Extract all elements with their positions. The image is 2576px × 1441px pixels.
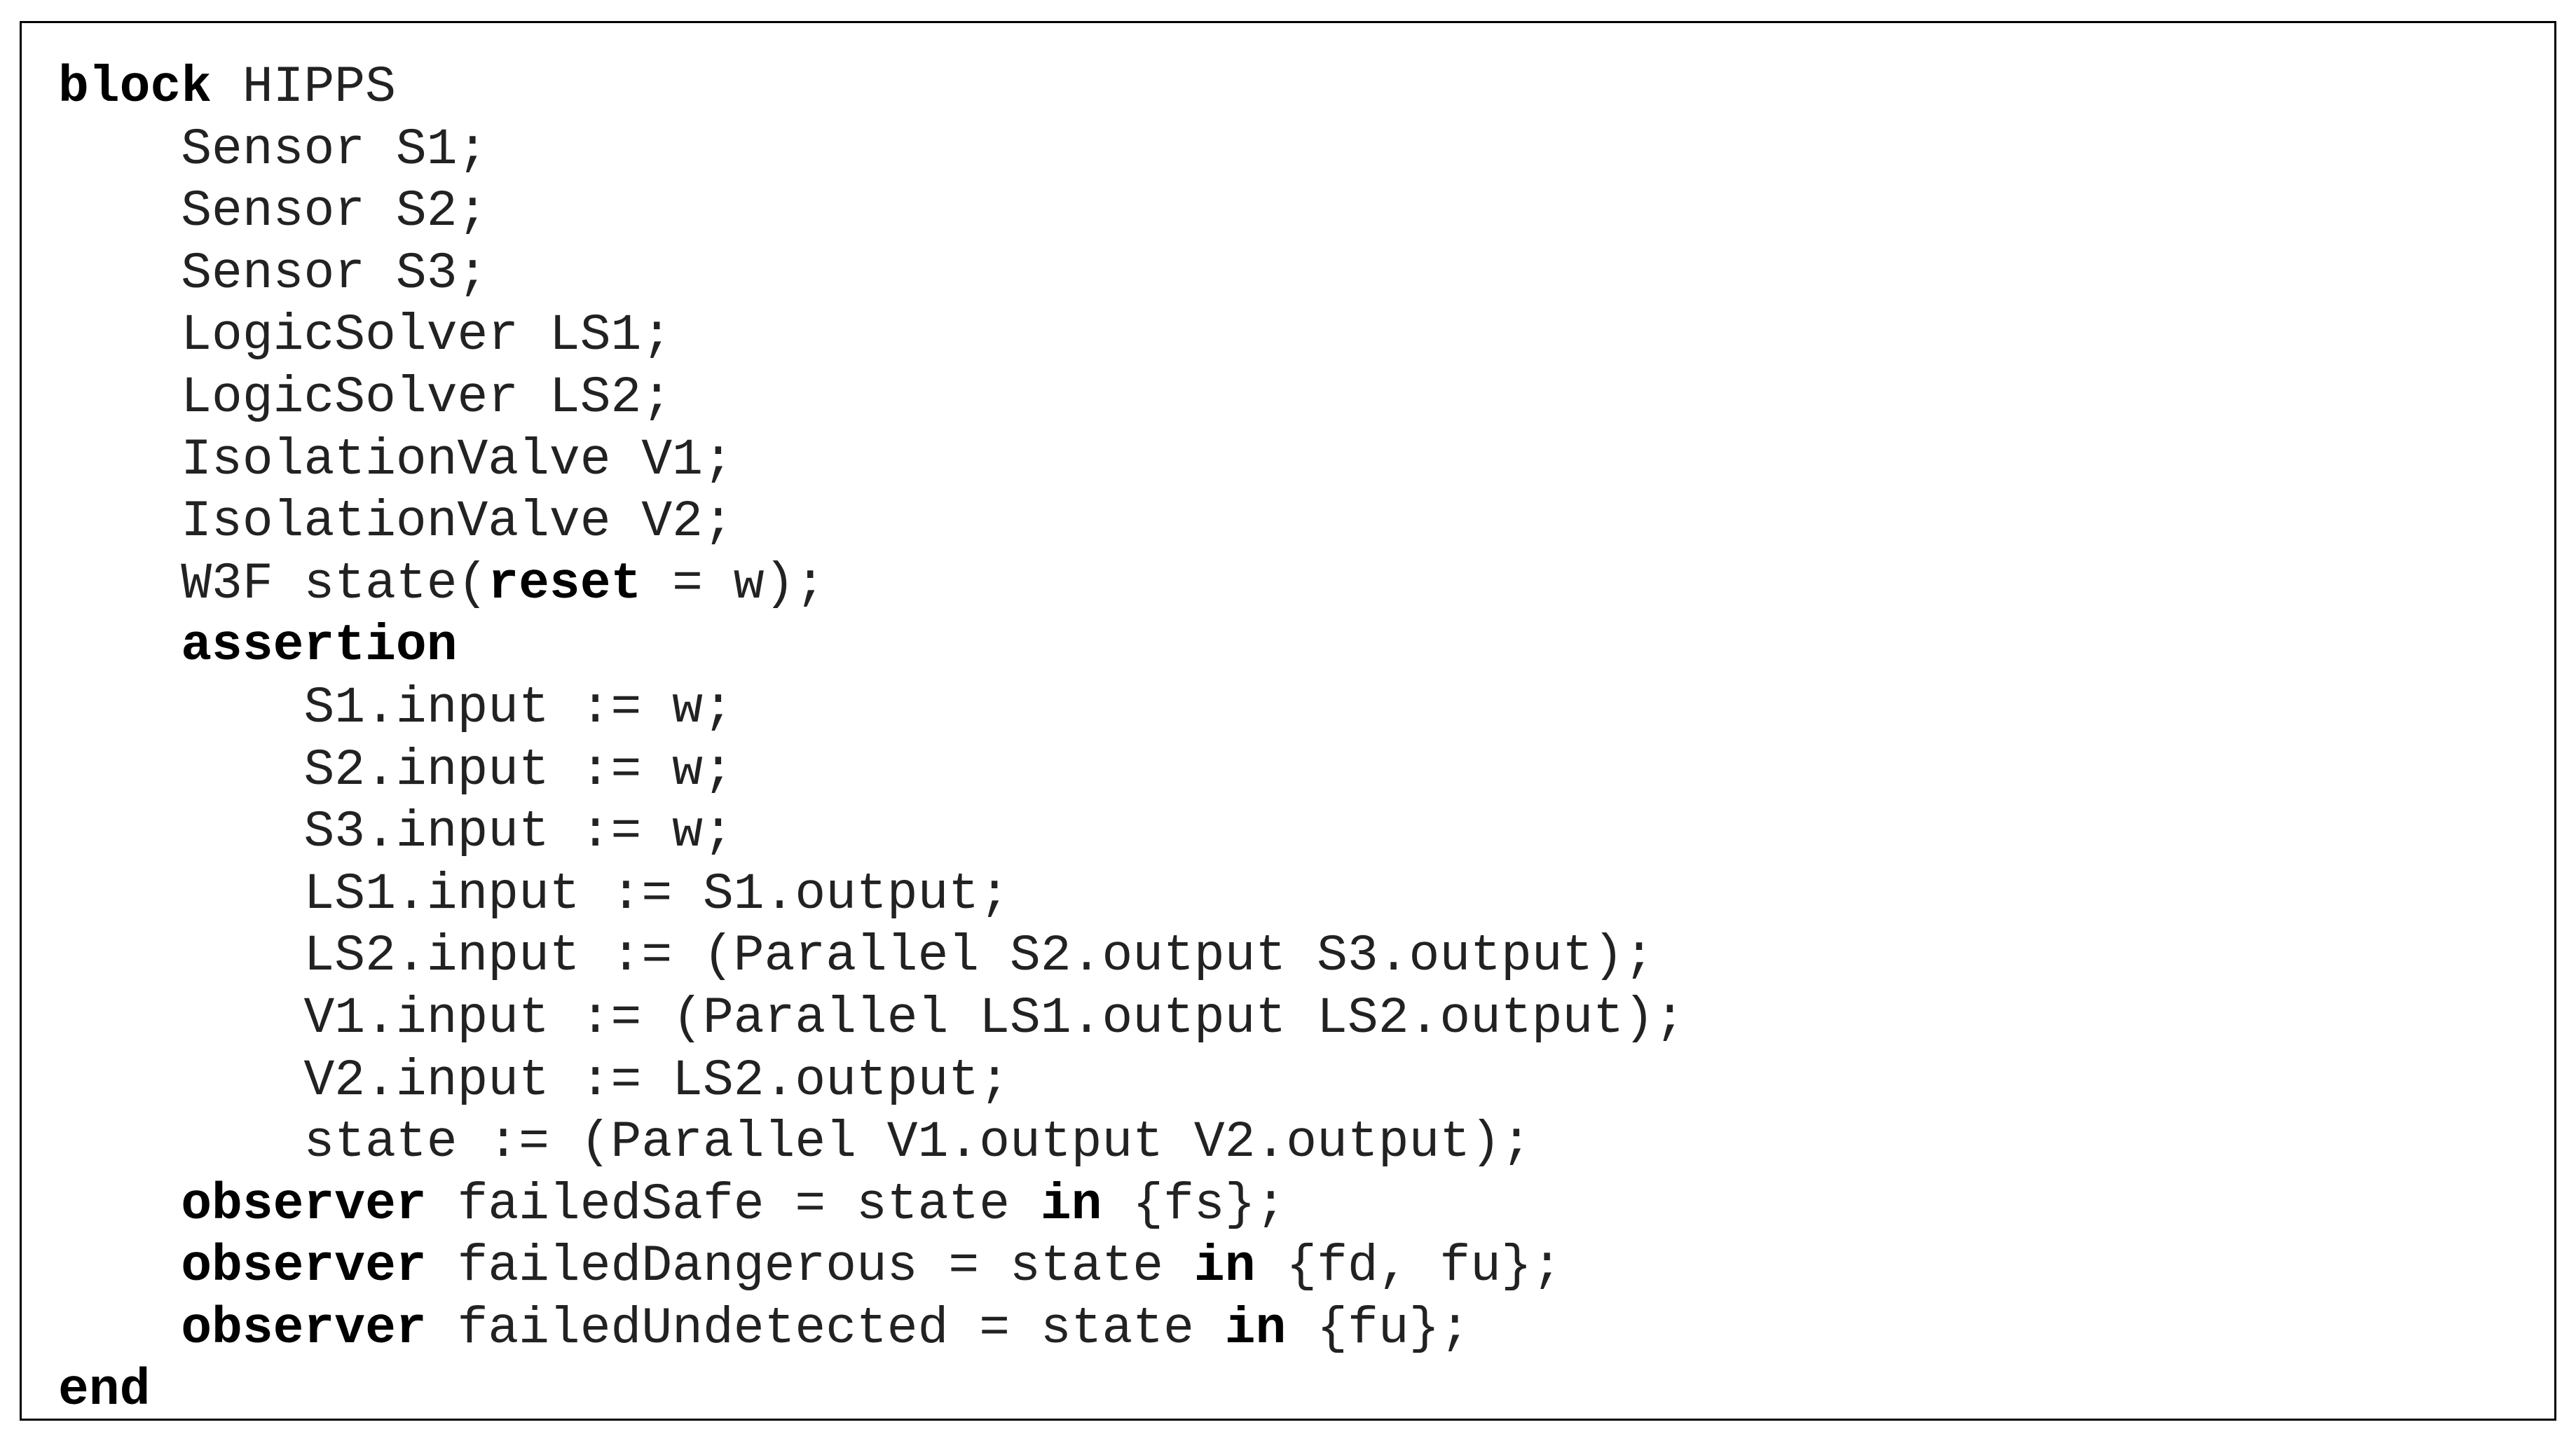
code-text: IsolationValve V1;	[181, 430, 734, 489]
code-indent	[58, 306, 181, 364]
code-text: V1.input := (Parallel LS1.output LS2.out…	[303, 988, 1685, 1047]
code-line: end	[58, 1360, 1685, 1422]
code-text: IsolationValve V2;	[181, 492, 734, 551]
code-indent	[58, 865, 303, 923]
code-line: IsolationValve V1;	[58, 429, 1685, 492]
code-indent	[58, 368, 181, 427]
code-keyword: block	[58, 58, 212, 116]
code-line: block HIPPS	[58, 57, 1685, 119]
code-line: LS2.input := (Parallel S2.output S3.outp…	[58, 925, 1685, 988]
code-text: {fd, fu};	[1255, 1237, 1563, 1296]
code-line: LS1.input := S1.output;	[58, 864, 1685, 926]
code-line: Sensor S1;	[58, 119, 1685, 181]
code-text: S2.input := w;	[303, 740, 734, 799]
code-indent	[58, 182, 181, 240]
code-indent	[58, 120, 181, 179]
code-text: {fu};	[1286, 1299, 1471, 1358]
code-indent	[58, 803, 303, 861]
code-line: S1.input := w;	[58, 677, 1685, 740]
code-text: Sensor S2;	[181, 182, 488, 241]
code-line: V1.input := (Parallel LS1.output LS2.out…	[58, 988, 1685, 1050]
code-keyword: observer	[181, 1175, 427, 1234]
code-indent	[58, 1299, 181, 1358]
code-keyword: observer	[181, 1299, 427, 1358]
code-text: LS1.input := S1.output;	[303, 864, 1010, 923]
code-text: {fs};	[1102, 1175, 1287, 1234]
code-listing: block HIPPS Sensor S1; Sensor S2; Sensor…	[58, 57, 1685, 1422]
code-line: V2.input := LS2.output;	[58, 1050, 1685, 1112]
code-keyword: in	[1224, 1299, 1287, 1358]
code-indent	[58, 679, 303, 737]
code-indent	[58, 927, 303, 985]
code-text: failedUndetected = state	[426, 1299, 1225, 1358]
code-text: W3F state(	[181, 554, 488, 613]
code-text: failedDangerous = state	[426, 1237, 1194, 1296]
code-line: state := (Parallel V1.output V2.output);	[58, 1112, 1685, 1174]
code-text: LS2.input := (Parallel S2.output S3.outp…	[303, 927, 1654, 986]
code-text: LogicSolver LS1;	[181, 306, 673, 365]
code-indent	[58, 492, 181, 551]
code-line: IsolationValve V2;	[58, 491, 1685, 553]
code-keyword: assertion	[181, 616, 458, 675]
code-line: observer failedUndetected = state in {fu…	[58, 1298, 1685, 1360]
code-keyword: in	[1193, 1237, 1256, 1296]
code-text: LogicSolver LS2;	[181, 368, 673, 427]
code-line: W3F state(reset = w);	[58, 553, 1685, 616]
code-indent	[58, 989, 303, 1047]
code-line: observer failedDangerous = state in {fd,…	[58, 1236, 1685, 1298]
code-indent	[58, 1175, 181, 1234]
code-text: HIPPS	[212, 58, 396, 116]
code-line: S2.input := w;	[58, 740, 1685, 802]
code-indent	[58, 244, 181, 303]
code-indent	[58, 431, 181, 489]
code-text: state := (Parallel V1.output V2.output);	[303, 1113, 1532, 1172]
code-line: LogicSolver LS1;	[58, 305, 1685, 367]
code-line: LogicSolver LS2;	[58, 367, 1685, 429]
code-text: S3.input := w;	[303, 803, 734, 862]
code-indent	[58, 1237, 181, 1295]
code-text: V2.input := LS2.output;	[303, 1051, 1010, 1110]
code-keyword: end	[58, 1361, 151, 1420]
code-keyword: reset	[488, 554, 642, 613]
code-keyword: observer	[181, 1237, 427, 1296]
code-keyword: in	[1040, 1175, 1102, 1234]
code-line: Sensor S2;	[58, 181, 1685, 243]
code-text: Sensor S1;	[181, 120, 488, 179]
code-listing-frame: block HIPPS Sensor S1; Sensor S2; Sensor…	[20, 21, 2556, 1421]
code-indent	[58, 1113, 303, 1171]
code-line: S3.input := w;	[58, 801, 1685, 864]
code-text: Sensor S3;	[181, 244, 488, 303]
code-text: failedSafe = state	[426, 1175, 1041, 1234]
code-indent	[58, 741, 303, 799]
code-indent	[58, 555, 181, 613]
code-text: = w);	[641, 554, 826, 613]
code-text: S1.input := w;	[303, 678, 734, 737]
code-indent	[58, 1052, 303, 1110]
code-indent	[58, 616, 181, 675]
code-line: assertion	[58, 615, 1685, 677]
code-line: observer failedSafe = state in {fs};	[58, 1174, 1685, 1236]
code-line: Sensor S3;	[58, 243, 1685, 305]
